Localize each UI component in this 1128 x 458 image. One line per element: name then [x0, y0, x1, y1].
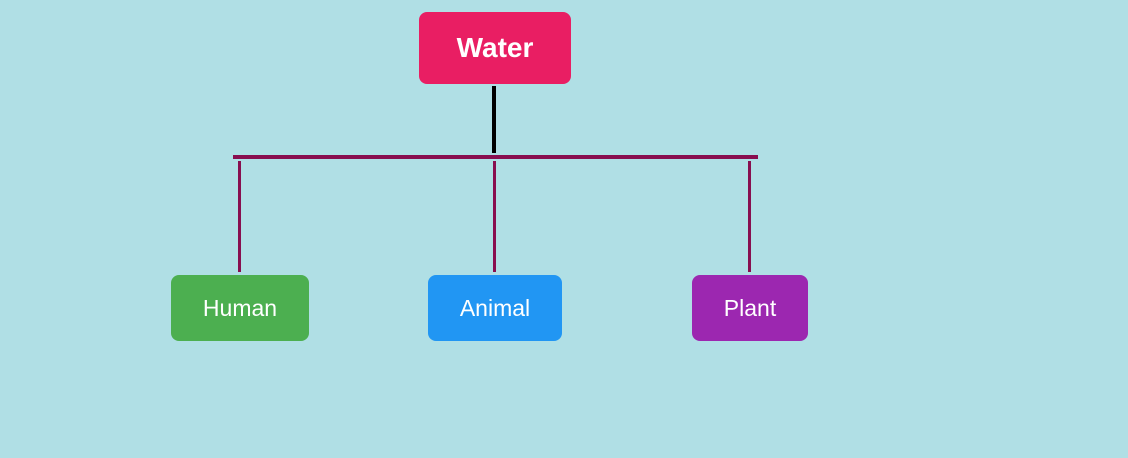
child-node-label: Animal — [459, 294, 531, 321]
horizontal-branch-connector — [233, 155, 758, 159]
root-stem-connector — [492, 86, 496, 153]
branch-connector-plant — [748, 161, 751, 272]
branch-connector-animal — [493, 161, 496, 272]
child-node-label: Human — [202, 294, 278, 321]
child-node-human: Human — [171, 275, 309, 341]
branch-connector-human — [238, 161, 241, 272]
root-node-water: Water — [419, 12, 571, 84]
root-node-label: Water — [456, 32, 534, 63]
child-node-label: Plant — [723, 294, 777, 321]
child-node-plant: Plant — [692, 275, 808, 341]
child-node-animal: Animal — [428, 275, 562, 341]
